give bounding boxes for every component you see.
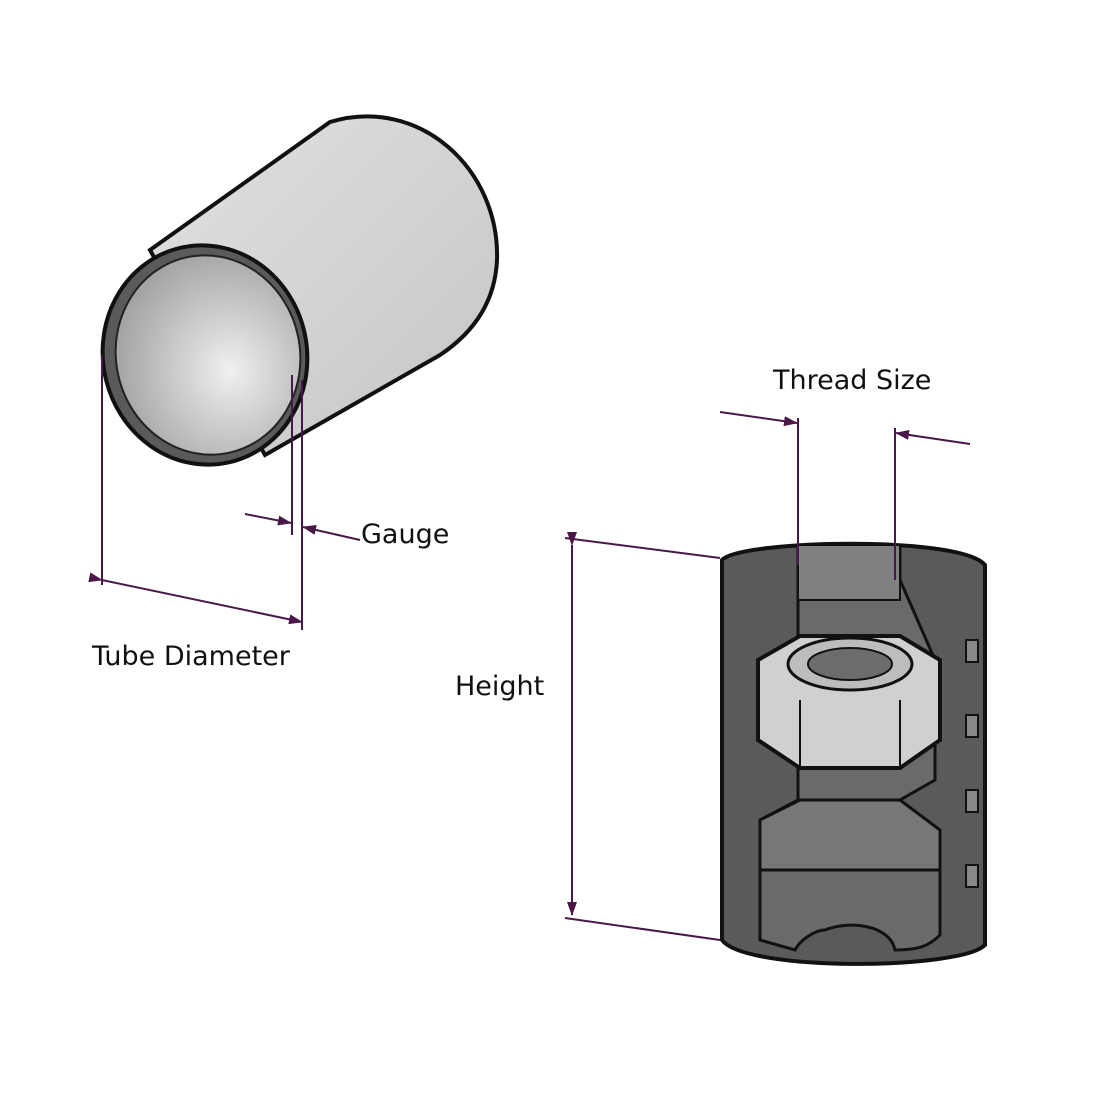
gauge-label: Gauge: [361, 519, 450, 550]
tube-dimensions: [88, 355, 361, 630]
insert-dimensions: [564, 411, 971, 941]
tube-diameter-label: Tube Diameter: [92, 641, 290, 672]
height-label: Height: [455, 671, 545, 702]
threaded-insert: [720, 541, 987, 966]
thread-size-label: Thread Size: [773, 365, 932, 396]
tube: [100, 114, 500, 467]
hex-nut: [756, 634, 942, 770]
